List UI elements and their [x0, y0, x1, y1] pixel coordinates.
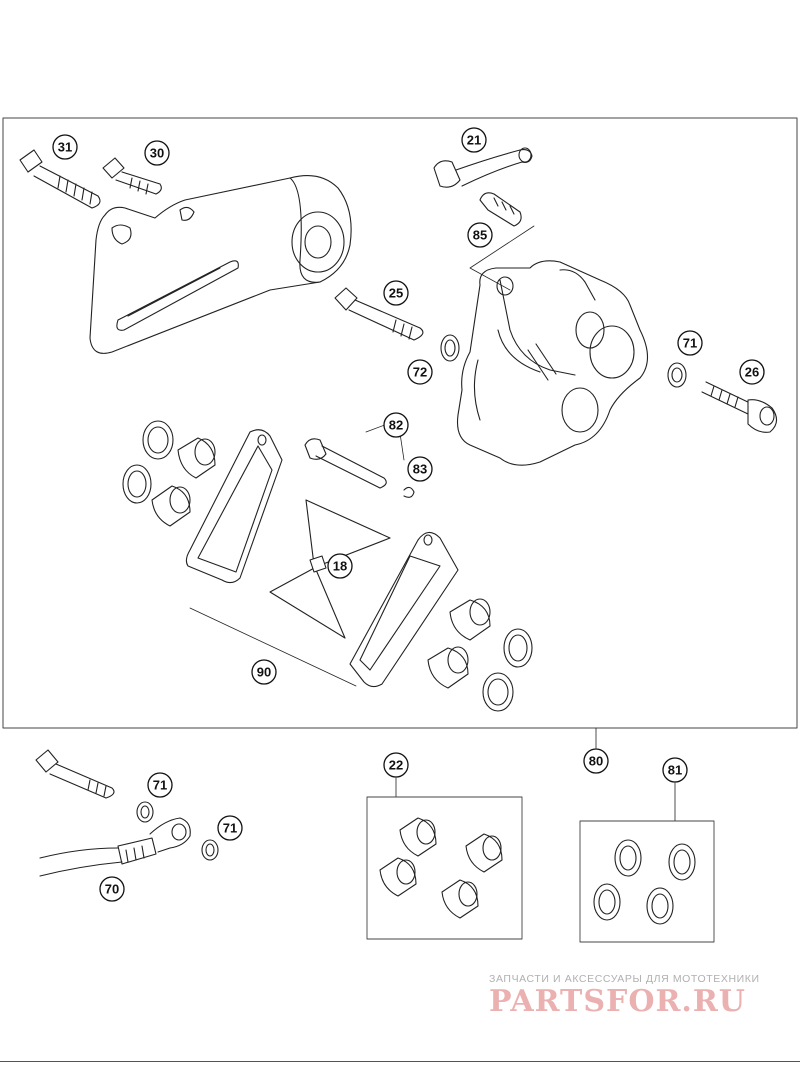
- callout-number: 85: [473, 228, 487, 243]
- callout-circle: [407, 359, 433, 385]
- callout-c83: 83: [407, 456, 433, 482]
- callout-circle: [583, 748, 609, 774]
- callout-c30: 30: [144, 140, 170, 166]
- callout-number: 71: [153, 778, 167, 793]
- anti-rattle-spring-18: [269, 499, 391, 639]
- callout-number: 22: [389, 758, 403, 773]
- bottom-divider: [0, 1061, 800, 1062]
- callout-c70: 70: [99, 876, 125, 902]
- callout-c71c: 71: [217, 815, 243, 841]
- brake-line-70: [39, 817, 191, 877]
- callout-circle: [383, 752, 409, 778]
- watermark-tagline: ЗАПЧАСТИ И АКСЕССУАРЫ ДЛЯ МОТОТЕХНИКИ: [489, 973, 760, 985]
- callout-c72: 72: [407, 359, 433, 385]
- callout-number: 26: [745, 365, 759, 380]
- bolt-25: [334, 287, 424, 341]
- washer-72: [440, 334, 460, 362]
- callout-circle: [327, 553, 353, 579]
- caliper-bracket: [89, 175, 352, 354]
- callout-circle: [383, 412, 409, 438]
- bolt-31: [19, 149, 101, 209]
- clip-83: [403, 486, 415, 498]
- callout-circle: [662, 757, 688, 783]
- callout-number: 30: [150, 146, 164, 161]
- callout-circle: [677, 330, 703, 356]
- callout-number: 25: [389, 286, 403, 301]
- callout-number: 70: [105, 882, 119, 897]
- bolt-26: [701, 381, 778, 433]
- seal-kit-box-81: [579, 782, 715, 943]
- callout-number: 71: [683, 336, 697, 351]
- callout-c26: 26: [739, 359, 765, 385]
- callout-circle: [99, 876, 125, 902]
- bleeder-cap-21: [433, 147, 533, 188]
- caliper-assembly-frame: [2, 117, 798, 729]
- callout-circle: [147, 772, 173, 798]
- callout-c80: 80: [583, 748, 609, 774]
- callout-c90: 90: [251, 659, 277, 685]
- callout-number: 31: [58, 140, 72, 155]
- callout-number: 21: [467, 133, 481, 148]
- pad-pin-82: [304, 438, 387, 489]
- callout-circle: [383, 280, 409, 306]
- callout-number: 81: [668, 763, 682, 778]
- callout-circle: [217, 815, 243, 841]
- banjo-bolt: [35, 749, 115, 799]
- callout-circle: [467, 222, 493, 248]
- callout-circle: [251, 659, 277, 685]
- caliper-body: [456, 260, 649, 466]
- callout-c82: 82: [383, 412, 409, 438]
- callout-number: 71: [223, 821, 237, 836]
- callout-c22: 22: [383, 752, 409, 778]
- callout-number: 82: [389, 418, 403, 433]
- callout-number: 80: [589, 754, 603, 769]
- callout-c71a: 71: [677, 330, 703, 356]
- bolt-30: [102, 157, 162, 195]
- seals-and-pistons-right: [427, 598, 533, 712]
- piston-kit-box-22: [366, 777, 523, 940]
- brake-pad-left: [185, 429, 283, 584]
- callout-c31: 31: [52, 134, 78, 160]
- bleeder-valve-85: [479, 192, 522, 227]
- watermark-logo: PARTSFOR.RU: [489, 984, 746, 1019]
- callout-circle: [461, 127, 487, 153]
- washer-71-lower-b: [201, 839, 219, 861]
- seals-and-pistons-left: [122, 420, 216, 527]
- washer-71-upper: [667, 362, 687, 388]
- callout-c71b: 71: [147, 772, 173, 798]
- callout-c21: 21: [461, 127, 487, 153]
- callout-circle: [52, 134, 78, 160]
- callout-circle: [407, 456, 433, 482]
- callout-number: 83: [413, 462, 427, 477]
- callout-c25: 25: [383, 280, 409, 306]
- washer-71-lower-a: [136, 801, 154, 823]
- callout-circle: [739, 359, 765, 385]
- callout-circle: [144, 140, 170, 166]
- callout-number: 90: [257, 665, 271, 680]
- brake-pad-right: [349, 531, 459, 688]
- callout-c85: 85: [467, 222, 493, 248]
- callout-number: 72: [413, 365, 427, 380]
- callout-c81: 81: [662, 757, 688, 783]
- callout-number: 18: [333, 559, 347, 574]
- callout-c18: 18: [327, 553, 353, 579]
